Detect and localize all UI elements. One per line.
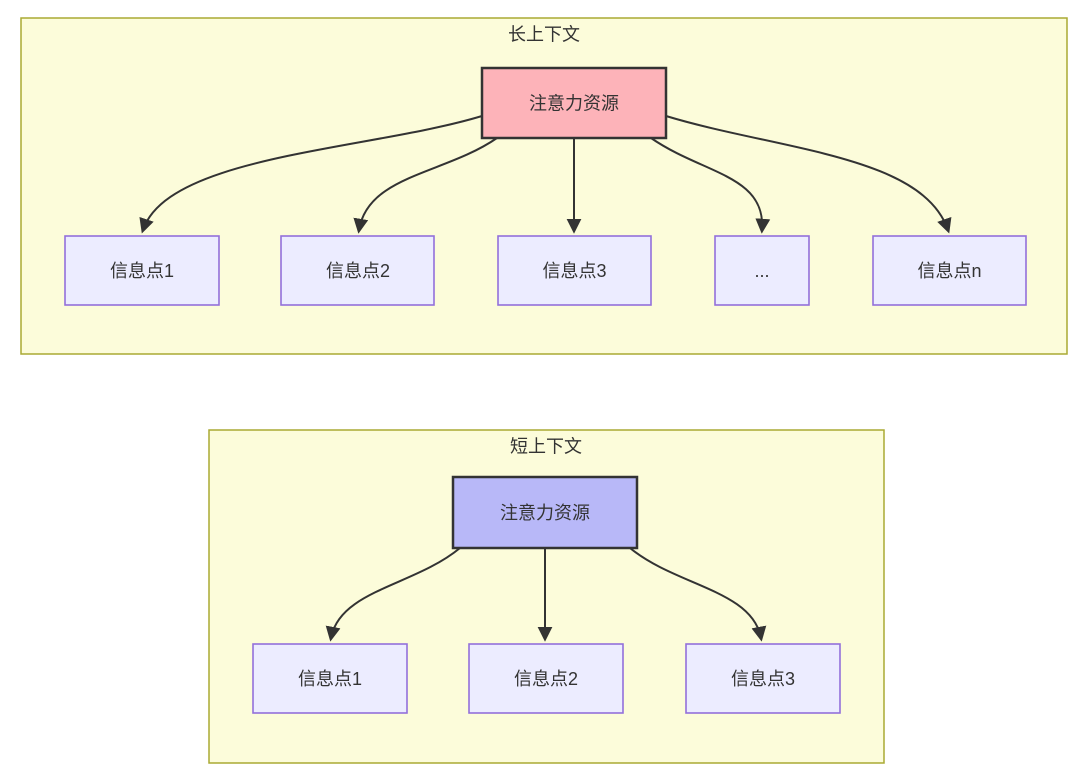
long-info-node-1: 信息点1 [64, 235, 220, 306]
short-info-label-1: 信息点1 [298, 669, 362, 689]
short-info-node-2: 信息点2 [468, 643, 624, 714]
short-info-box-1 [252, 643, 408, 714]
short-info-label-3: 信息点3 [731, 669, 795, 689]
short-info-node-1: 信息点1 [252, 643, 408, 714]
long-info-label-2: 信息点2 [326, 261, 390, 281]
long-info-label-1: 信息点1 [110, 261, 174, 281]
short-info-label-2: 信息点2 [514, 669, 578, 689]
long-edge-4 [650, 137, 771, 234]
long-info-box-1 [64, 235, 220, 306]
long-hub-box [480, 66, 668, 140]
long-info-box-3 [497, 235, 652, 306]
short-info-box-2 [468, 643, 624, 714]
short-hub-label: 注意力资源 [500, 503, 590, 523]
long-info-label-3: 信息点3 [542, 261, 606, 281]
long-hub-node: 注意力资源 [480, 66, 668, 140]
short-info-node-3: 信息点3 [685, 643, 841, 714]
long-info-box-2 [280, 235, 435, 306]
long-edge-2 [353, 137, 498, 234]
long-info-node-3: 信息点3 [497, 235, 652, 306]
short-info-box-3 [685, 643, 841, 714]
long-info-node-ellipsis: ... [714, 235, 810, 306]
long-info-box-ellipsis [714, 235, 810, 306]
short-edge-1 [325, 547, 461, 642]
short-edge-3 [629, 547, 767, 642]
long-edge-1 [139, 115, 483, 234]
long-context-title: 长上下文 [508, 24, 580, 44]
short-context-title: 短上下文 [510, 436, 582, 456]
long-info-node-2: 信息点2 [280, 235, 435, 306]
long-info-label-ellipsis: ... [754, 261, 769, 281]
long-edge-5 [665, 115, 952, 234]
long-info-label-n: 信息点n [917, 261, 981, 281]
short-hub-node: 注意力资源 [451, 475, 639, 550]
long-info-node-n: 信息点n [872, 235, 1027, 306]
long-info-box-n [872, 235, 1027, 306]
short-hub-box [451, 475, 639, 550]
short-context-group: 短上下文 注意力资源 信息点1 信息点2 信息点3 [208, 429, 885, 764]
long-hub-label: 注意力资源 [529, 93, 619, 113]
long-context-group: 长上下文 注意力资源 信息点1 信息点2 信息点3 ... [20, 17, 1068, 355]
